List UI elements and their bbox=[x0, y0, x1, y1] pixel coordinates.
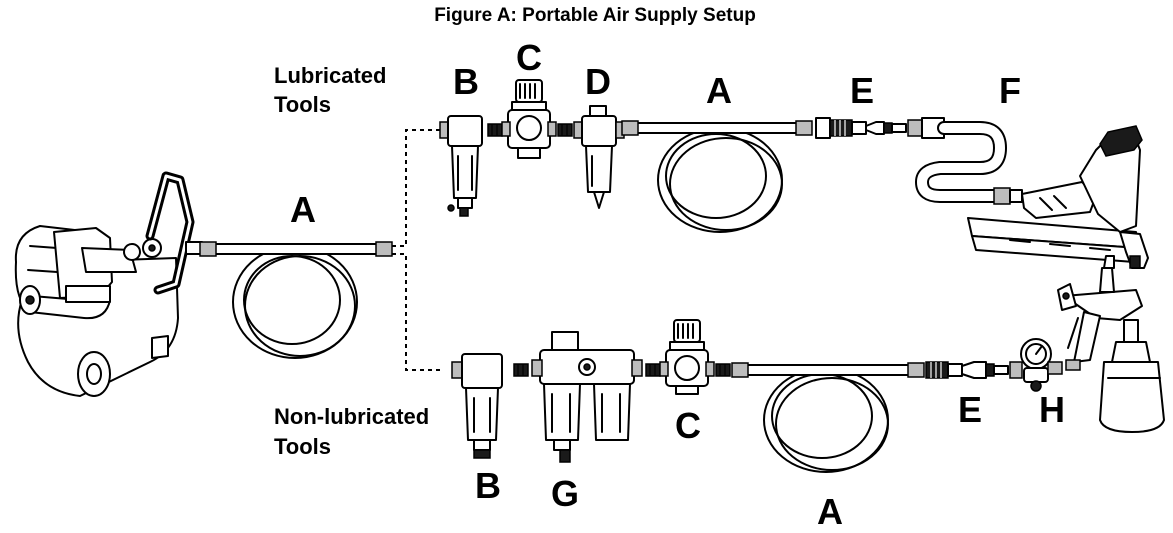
label-top-regulator: C bbox=[516, 37, 542, 78]
top-regulator bbox=[501, 79, 557, 159]
label-bottom-dryer: G bbox=[551, 473, 579, 514]
label-bottom-gauge: H bbox=[1039, 389, 1065, 430]
figure-title: Figure A: Portable Air Supply Setup bbox=[434, 5, 756, 26]
top-fitting-1 bbox=[487, 123, 503, 137]
bottom-fitting-2 bbox=[645, 363, 661, 377]
label-top-filter: B bbox=[453, 61, 479, 102]
pressure-gauge-icon bbox=[1009, 338, 1063, 392]
bottom-fitting-1 bbox=[513, 363, 529, 377]
lubricated-label-line2: Tools bbox=[274, 92, 331, 117]
label-top-lubricator: D bbox=[585, 61, 611, 102]
top-whip-hose bbox=[907, 117, 1023, 205]
bottom-fitting-3 bbox=[715, 363, 731, 377]
top-air-hose bbox=[621, 120, 813, 233]
label-main-hose: A bbox=[290, 189, 316, 230]
label-top-coupler: E bbox=[850, 70, 874, 111]
label-bottom-regulator: C bbox=[675, 405, 701, 446]
top-filter bbox=[439, 115, 483, 217]
label-top-hose: A bbox=[706, 70, 732, 111]
bottom-regulator bbox=[659, 319, 715, 395]
dashed-air-line bbox=[392, 129, 444, 371]
spray-gun-icon bbox=[1057, 255, 1165, 433]
top-quick-coupler bbox=[815, 117, 907, 139]
non-lubricated-label-line2: Tools bbox=[274, 434, 331, 459]
bottom-filter bbox=[451, 353, 503, 459]
bottom-desiccant-dryer bbox=[531, 331, 643, 463]
label-bottom-hose: A bbox=[817, 491, 843, 532]
main-air-hose bbox=[199, 241, 393, 359]
lubricated-label-line1: Lubricated bbox=[274, 63, 386, 88]
label-top-whip-hose: F bbox=[999, 70, 1021, 111]
air-compressor-icon bbox=[14, 171, 203, 397]
label-bottom-coupler: E bbox=[958, 389, 982, 430]
bottom-air-hose bbox=[731, 362, 925, 473]
top-fitting-2 bbox=[557, 123, 573, 137]
label-bottom-filter: B bbox=[475, 465, 501, 506]
bottom-quick-coupler bbox=[925, 361, 1009, 379]
non-lubricated-label-line1: Non-lubricated bbox=[274, 404, 429, 429]
top-lubricator bbox=[573, 105, 625, 209]
framing-nailer-icon bbox=[967, 125, 1149, 269]
